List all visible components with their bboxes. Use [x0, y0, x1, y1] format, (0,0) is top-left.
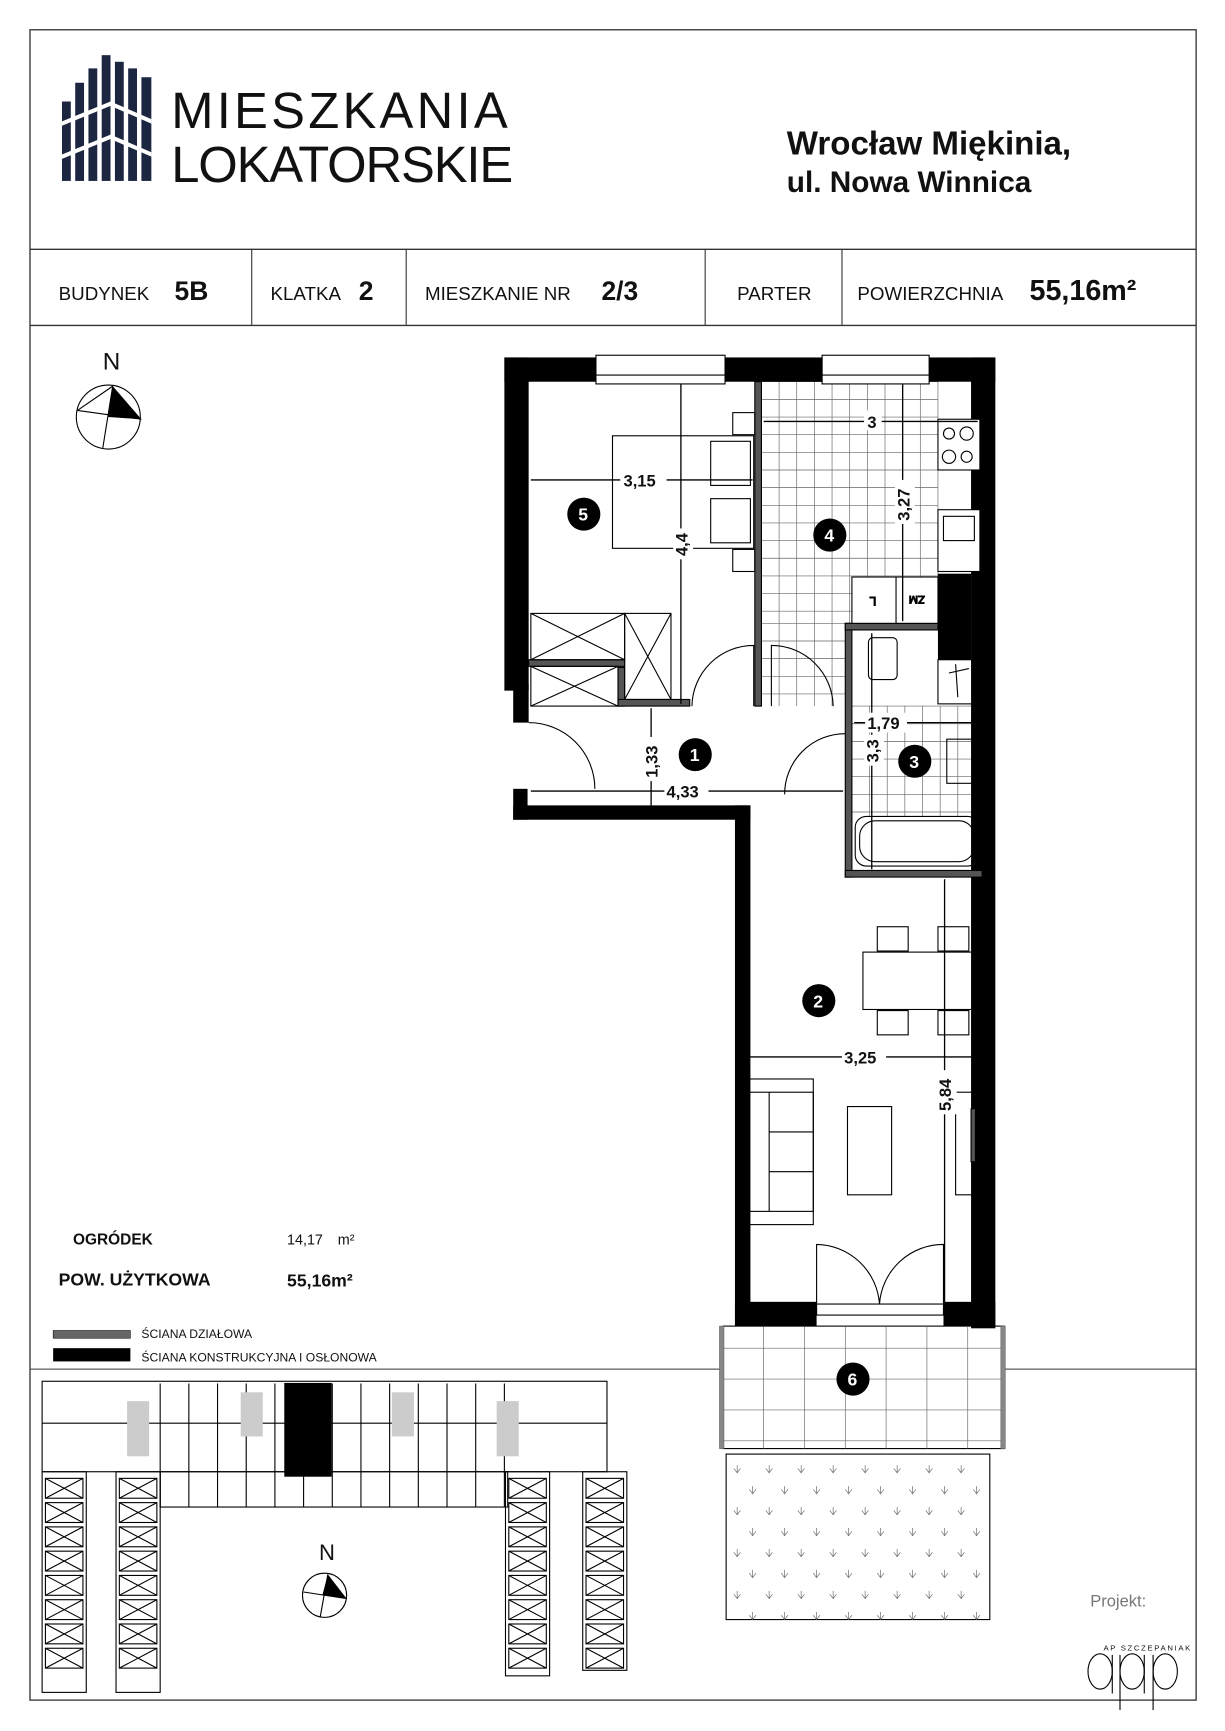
- apartment-plan: L ZM: [504, 354, 1006, 1621]
- site-north-compass-icon: N: [301, 1540, 348, 1618]
- kitchen-units: L ZM: [851, 418, 981, 624]
- dimension-labels: 3 3,15 4,4 3,27 1,79 3,3 1,33 4,33 3,25 …: [620, 410, 957, 1115]
- dining-table: [862, 926, 982, 1036]
- garden-label: OGRÓDEK: [73, 1230, 153, 1248]
- kitchen-unit-zm: ZM: [909, 593, 925, 605]
- svg-text:6: 6: [847, 1370, 857, 1390]
- doors: [528, 644, 846, 795]
- svg-text:3: 3: [909, 752, 919, 772]
- apartment-value: 2/3: [601, 276, 638, 306]
- legend-partition-label: ŚCIANA DZIAŁOWA: [141, 1326, 253, 1341]
- svg-text:N: N: [319, 1540, 335, 1565]
- window-bedroom: [595, 354, 726, 385]
- building-label: BUDYNEK: [59, 283, 150, 304]
- dim-living-length: 5,84: [936, 1078, 955, 1111]
- dim-bedroom-width: 3,15: [624, 472, 656, 491]
- usable-area-value: 55,16m²: [287, 1270, 353, 1290]
- legend-structural-label: ŚCIANA KONSTRUKCYJNA I OSŁONOWA: [141, 1349, 377, 1364]
- dim-hall-length: 4,33: [667, 783, 699, 802]
- logo-line2: LOKATORSKIE: [171, 136, 513, 193]
- site-plan: [41, 1380, 628, 1693]
- area-label: POWIERZCHNIA: [857, 283, 1003, 304]
- garden: [725, 1453, 991, 1621]
- info-row: BUDYNEK 5B KLATKA 2 MIESZKANIE NR 2/3 PA…: [59, 249, 1137, 326]
- floor-label: PARTER: [737, 283, 811, 304]
- svg-text:1: 1: [690, 745, 700, 765]
- logo-line1: MIESZKANIA: [171, 82, 508, 139]
- dim-living-width: 3,25: [844, 1049, 876, 1068]
- building-value: 5B: [175, 276, 209, 306]
- room-number-5: 5: [567, 497, 601, 531]
- partition-walls: [528, 381, 983, 878]
- dim-kitchen-length: 3,27: [894, 489, 913, 521]
- balcony-door: [816, 1243, 945, 1316]
- project-label: Projekt:: [1090, 1591, 1146, 1610]
- apartment-location-marker: [284, 1382, 332, 1477]
- svg-text:N: N: [103, 349, 121, 376]
- dim-bedroom-length: 4,4: [673, 532, 692, 556]
- location-line1: Wrocław Miękinia,: [787, 125, 1071, 162]
- north-compass-icon: N: [75, 349, 142, 450]
- sofa: [746, 1078, 814, 1226]
- legend-structural-swatch: [53, 1348, 131, 1362]
- svg-text:4: 4: [824, 526, 834, 546]
- svg-text:2: 2: [813, 991, 823, 1011]
- coffee-table: [846, 1106, 893, 1196]
- project-firm: AP SZCZEPANIAK: [1103, 1643, 1192, 1652]
- svg-text:5: 5: [578, 505, 588, 525]
- legend-partition-swatch: [52, 1330, 131, 1339]
- area-value: 55,16m²: [1030, 275, 1137, 307]
- bathroom-fixtures: [854, 637, 981, 867]
- room-number-2: 2: [802, 984, 836, 1018]
- dim-kitchen-width: 3: [867, 413, 876, 432]
- stair-label: KLATKA: [270, 283, 341, 304]
- dim-bathroom-length: 3,3: [863, 739, 882, 762]
- apa-logo: [1087, 1653, 1178, 1711]
- dim-hall-width: 1,33: [643, 746, 662, 778]
- dim-bathroom-width: 1,79: [867, 714, 899, 733]
- window-kitchen: [821, 354, 930, 385]
- room-number-6: 6: [836, 1362, 870, 1396]
- room-number-3: 3: [898, 744, 932, 778]
- garden-unit: m²: [338, 1232, 355, 1248]
- tv-unit: [955, 1091, 982, 1196]
- sheet-frame: [29, 29, 1197, 1701]
- location-line2: ul. Nowa Winnica: [787, 166, 1032, 199]
- usable-area-label: POW. UŻYTKOWA: [59, 1269, 211, 1289]
- stair-value: 2: [359, 276, 374, 306]
- balcony: [719, 1325, 1006, 1450]
- room-number-4: 4: [813, 518, 847, 552]
- wardrobe: [530, 612, 672, 707]
- logo-building-icon: [61, 55, 152, 181]
- room-number-1: 1: [678, 738, 712, 772]
- garden-value: 14,17: [287, 1232, 323, 1248]
- kitchen-unit-l: L: [869, 594, 876, 608]
- apartment-label: MIESZKANIE NR: [425, 283, 571, 304]
